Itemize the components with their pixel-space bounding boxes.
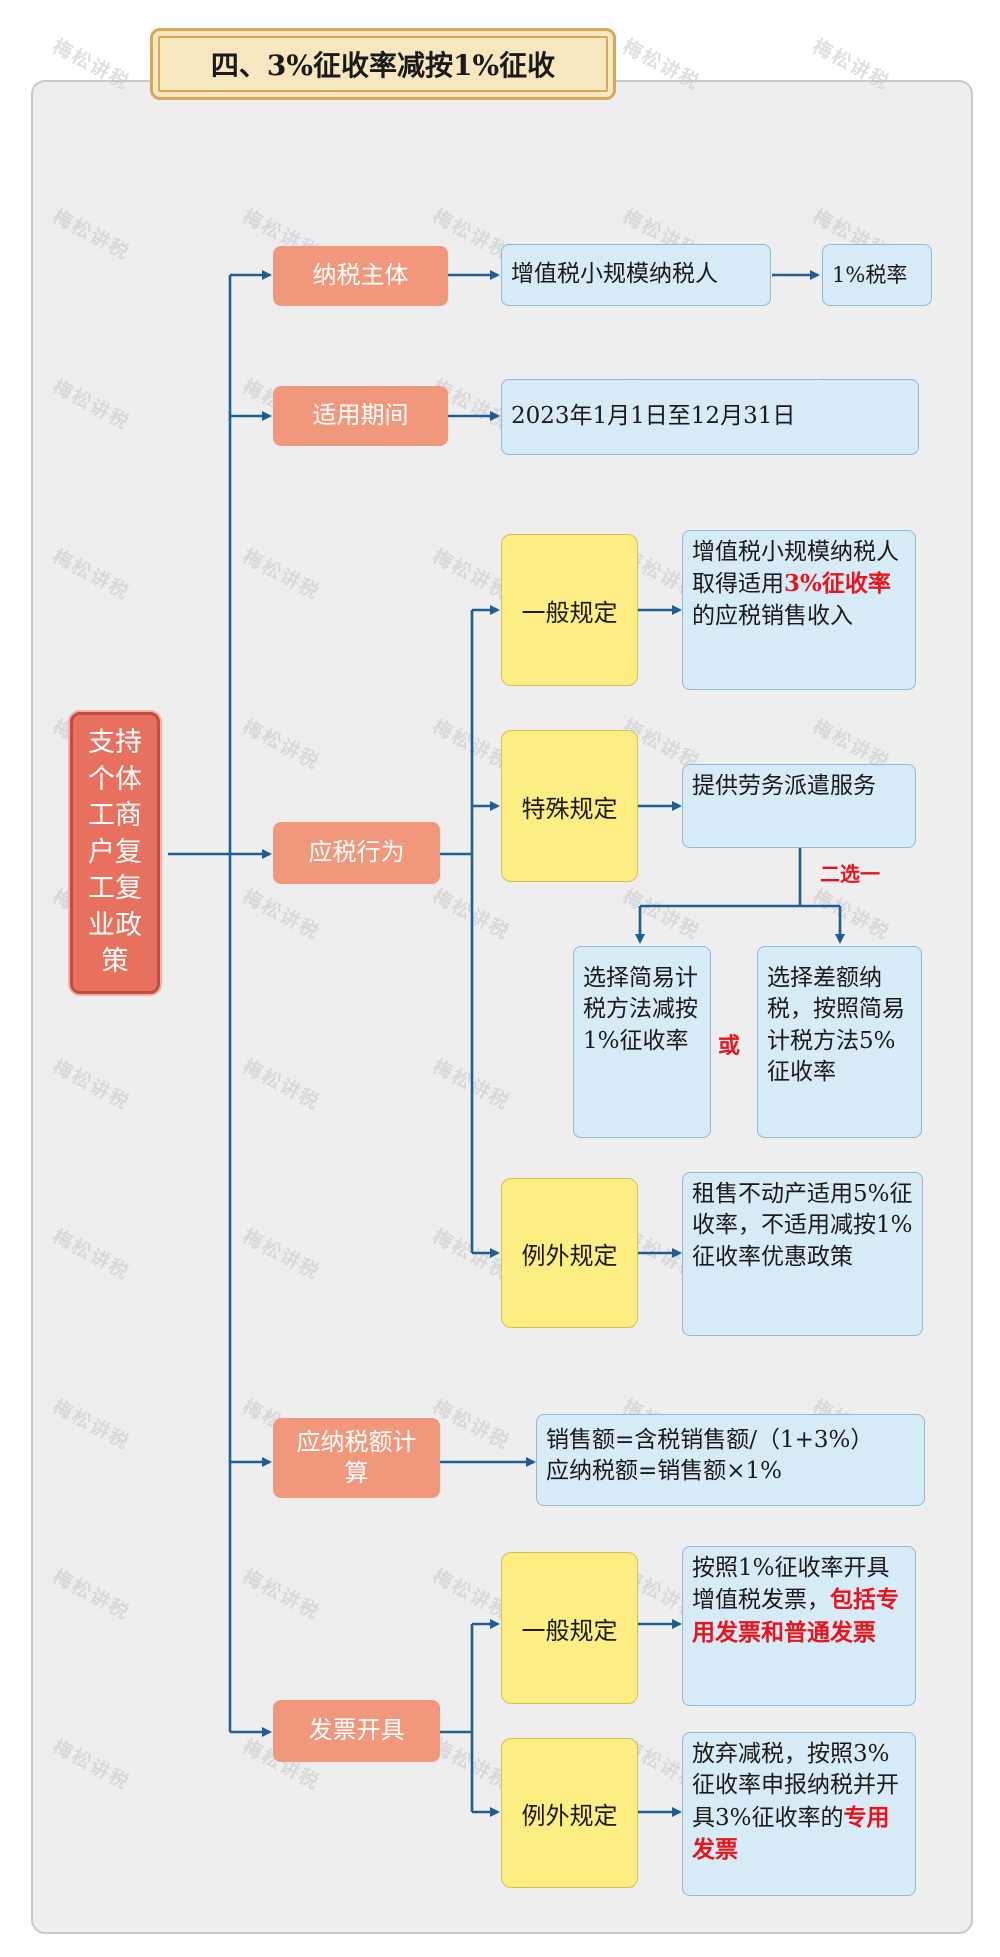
root-label: 支持个体工商户复工复业政策 — [88, 727, 142, 978]
taxable-exception-text: 租售不动产适用5%征收率，不适用减按1%征收率优惠政策 — [692, 1181, 913, 1270]
option-differential-text: 选择差额纳税，按照简易计税方法5%征收率 — [767, 965, 905, 1085]
category-taxpayer-label: 纳税主体 — [312, 261, 409, 290]
choose-one-note: 二选一 — [820, 862, 880, 886]
taxable-exception-box: 租售不动产适用5%征收率，不适用减按1%征收率优惠政策 — [682, 1172, 923, 1336]
invoice-general-text: 按照1%征收率开具增值税发票， — [692, 1555, 890, 1614]
category-period: 适用期间 — [273, 386, 448, 446]
taxable-general-label: 一般规定 — [521, 598, 618, 627]
option-simple-tax-text: 选择简易计税方法减按1%征收率 — [583, 965, 698, 1054]
invoice-exception-text: 放弃减税，按照3%征收率申报纳税并开具3%征收率的 — [692, 1741, 899, 1831]
invoice-exception-rule: 例外规定 — [501, 1738, 638, 1888]
taxable-general-text-highlight: 3%征收率 — [784, 570, 891, 598]
taxable-special-text: 提供劳务派遣服务 — [692, 773, 876, 799]
invoice-exception-label: 例外规定 — [521, 1801, 618, 1830]
option-simple-tax-box: 选择简易计税方法减按1%征收率 — [573, 946, 711, 1138]
calc-line-1: 销售额=含税销售额/（1+3%） — [546, 1427, 874, 1453]
invoice-exception-box: 放弃减税，按照3%征收率申报纳税并开具3%征收率的专用发票 — [682, 1732, 916, 1896]
category-invoice-label: 发票开具 — [308, 1716, 405, 1745]
taxpayer-rate-text: 1%税率 — [832, 262, 908, 287]
category-taxpayer: 纳税主体 — [273, 246, 448, 306]
calc-line-2: 应纳税额=销售额×1% — [546, 1458, 783, 1485]
category-period-label: 适用期间 — [312, 401, 409, 430]
invoice-general-box: 按照1%征收率开具增值税发票，包括专用发票和普通发票 — [682, 1546, 916, 1706]
option-differential-box: 选择差额纳税，按照简易计税方法5%征收率 — [757, 946, 922, 1138]
invoice-general-rule: 一般规定 — [501, 1552, 638, 1704]
page-title: 四、3%征收率减按1%征收 — [150, 28, 616, 100]
taxpayer-subject-box: 增值税小规模纳税人 — [501, 244, 771, 306]
taxable-special-rule: 特殊规定 — [501, 730, 638, 882]
or-label: 或 — [718, 1033, 741, 1059]
taxable-general-rule: 一般规定 — [501, 534, 638, 686]
taxpayer-rate-box: 1%税率 — [822, 244, 932, 306]
taxable-exception-rule: 例外规定 — [501, 1178, 638, 1328]
taxpayer-subject-text: 增值税小规模纳税人 — [511, 261, 718, 288]
root-node: 支持个体工商户复工复业政策 — [70, 712, 160, 994]
taxable-exception-label: 例外规定 — [521, 1241, 618, 1270]
taxable-general-text-a: 增值税小规模纳税人取得适用 — [692, 539, 899, 598]
calc-box: 销售额=含税销售额/（1+3%） 应纳税额=销售额×1% — [536, 1414, 925, 1506]
category-calc: 应纳税额计算 — [273, 1418, 440, 1498]
category-taxable-label: 应税行为 — [308, 838, 405, 867]
category-calc-label: 应纳税额计算 — [296, 1427, 417, 1487]
taxable-general-box: 增值税小规模纳税人取得适用3%征收率的应税销售收入 — [682, 530, 916, 690]
category-taxable: 应税行为 — [273, 822, 440, 884]
period-box: 2023年1月1日至12月31日 — [501, 379, 919, 455]
period-text: 2023年1月1日至12月31日 — [511, 403, 796, 430]
category-invoice: 发票开具 — [273, 1700, 440, 1762]
invoice-general-label: 一般规定 — [521, 1616, 618, 1645]
invoice-general-text-highlight: 包括专用发票和普通发票 — [692, 1586, 899, 1646]
taxable-special-box: 提供劳务派遣服务 — [682, 764, 916, 848]
taxable-special-label: 特殊规定 — [521, 794, 618, 823]
invoice-exception-text-highlight: 专用发票 — [692, 1803, 890, 1863]
taxable-general-text-b: 的应税销售收入 — [692, 602, 853, 629]
